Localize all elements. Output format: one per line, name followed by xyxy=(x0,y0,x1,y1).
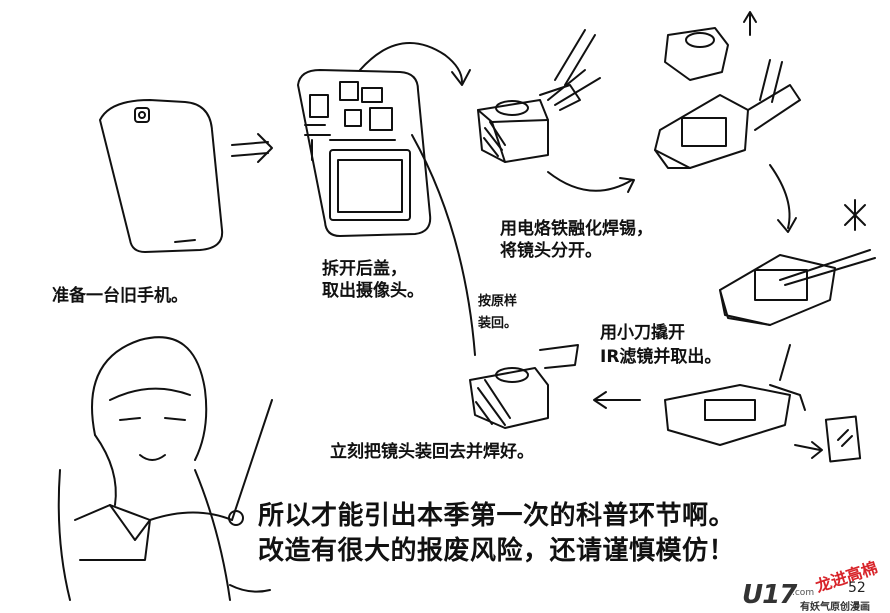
step5-caption-line1: 按原样 xyxy=(478,294,518,309)
arrow-step2-to-step3 xyxy=(359,42,471,86)
speech-line1: 所以才能引出本季第一次的科普环节啊。 xyxy=(258,501,736,531)
camera-module-separated-drawing xyxy=(654,11,801,169)
arrow-step4-to-step5 xyxy=(593,391,641,409)
opened-phone-drawing xyxy=(297,69,432,237)
camera-module-soldering-drawing xyxy=(477,29,601,163)
step4-caption-line1: 用小刀撬开 xyxy=(600,323,685,343)
u17-logo: U17 xyxy=(742,580,797,610)
lens-filter-removed-drawing xyxy=(664,344,862,463)
connector-line xyxy=(411,134,476,356)
presenter-girl-drawing xyxy=(57,336,273,601)
step5-caption-line2: 装回。 xyxy=(478,316,518,331)
page-number: 52 xyxy=(848,580,866,596)
step1-caption: 准备一台旧手机。 xyxy=(52,286,188,306)
arrow-step1-to-step2 xyxy=(231,133,273,163)
camera-module-reassembled-drawing xyxy=(469,344,579,429)
u17-domain: .com xyxy=(792,588,815,598)
step2-caption-line1: 拆开后盖， xyxy=(322,259,407,279)
step3-caption-line1: 用电烙铁融化焊锡， xyxy=(500,219,653,239)
u17-slogan: 有妖气原创漫画 xyxy=(800,602,870,613)
step2-caption-line2: 取出摄像头。 xyxy=(322,281,424,301)
step4-caption-line2: IR滤镜并取出。 xyxy=(600,347,722,367)
step3-caption-line2: 将镜头分开。 xyxy=(500,241,602,261)
old-phone-drawing xyxy=(99,99,224,253)
step6-caption: 立刻把镜头装回去并焊好。 xyxy=(330,442,534,462)
ir-filter-prying-drawing xyxy=(719,199,876,326)
speech-line2: 改造有很大的报废风险，还请谨慎模仿！ xyxy=(258,536,736,566)
arrow-step3-sequence xyxy=(547,164,797,233)
